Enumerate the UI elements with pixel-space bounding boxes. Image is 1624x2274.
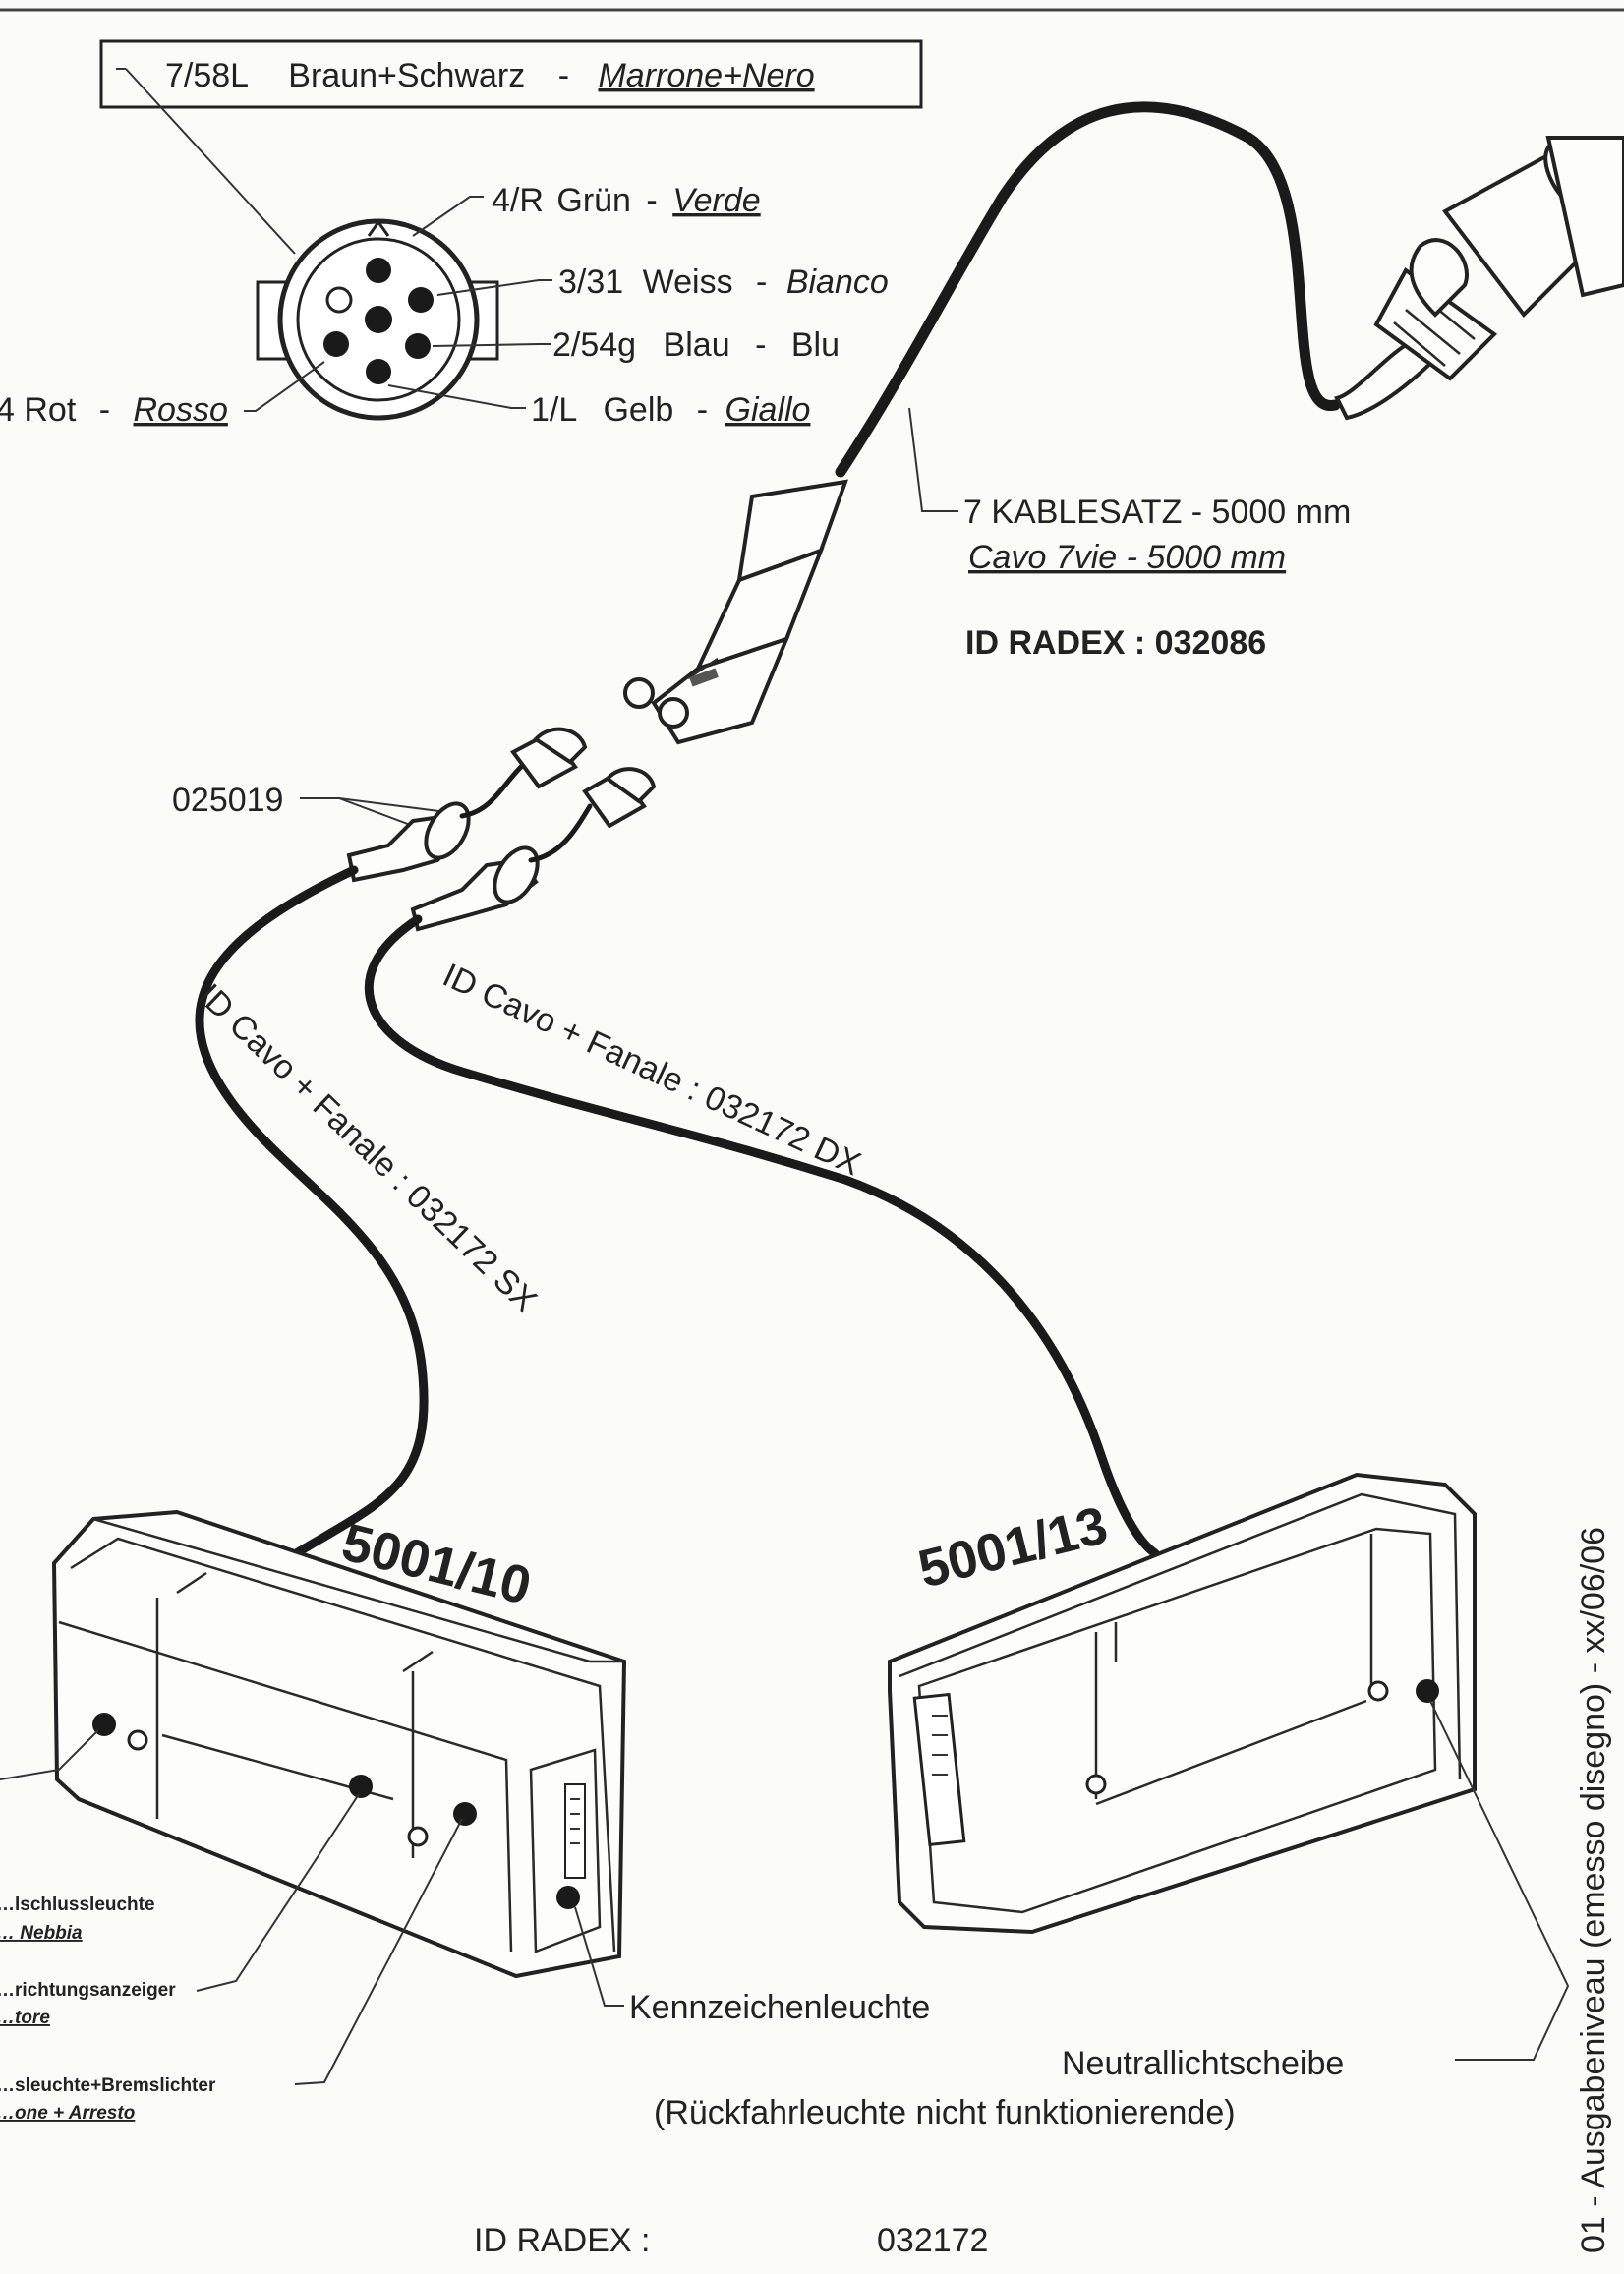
- pin-dot-3: [408, 287, 434, 313]
- svg-text:4 Rot - Rosso: 4 Rot - Rosso: [0, 391, 228, 429]
- footer: ID RADEX : 032172 01 - Ausgabeniveau (em…: [474, 1527, 1612, 2259]
- pin-2-it: Blu: [791, 326, 840, 364]
- connector-legend: 7/58L Braun+Schwarz - Marrone+Nero: [0, 39, 923, 429]
- legend-box-code: 7/58L: [165, 57, 248, 94]
- footer-id-value: 032172: [877, 2222, 988, 2259]
- plate-light-label: Kennzeichenleuchte: [629, 1989, 930, 2026]
- bulb-sockets: 025019: [172, 727, 657, 932]
- harness-dx-label: ID Cavo + Fanale : 032172 DX: [437, 957, 867, 1184]
- pin-dot-2: [405, 333, 431, 359]
- harness-sx-label: ID Cavo + Fanale : 032172 SX: [191, 976, 544, 1318]
- lamp-right: 5001/13 Neutrallichtscheibe (Rückfahrleu…: [654, 1472, 1570, 2131]
- pin-dot-1: [366, 359, 391, 384]
- cable-end-connector: [623, 479, 849, 745]
- cable-label-it: Cavo 7vie - 5000 mm: [968, 539, 1286, 576]
- pin-4-sep: -: [646, 182, 657, 219]
- legend-box-it: Marrone+Nero: [598, 57, 814, 94]
- lamp-left-label-2-de: …richtungsanzeiger: [0, 1980, 176, 2001]
- lamp-left-label-3-it: …one + Arresto: [0, 2103, 135, 2124]
- main-cable: 7 KABLESATZ - 5000 mm Cavo 7vie - 5000 m…: [623, 101, 1624, 745]
- lamp-left: 5001/10 …lschlussleuchte … Nebbia …richt…: [0, 1509, 930, 2124]
- pin-3-sep: -: [756, 263, 767, 301]
- pin-3-de: Weiss: [643, 263, 733, 301]
- pin-dot-4: [366, 258, 391, 283]
- neutral-lens-label: Neutrallichtscheibe: [1062, 2045, 1344, 2082]
- pin-3-code: 3/31: [558, 263, 623, 301]
- pin-4-code: 4/R: [492, 182, 544, 219]
- svg-text:1/L Gelb - G: 1/L Gelb - Giallo: [531, 391, 810, 429]
- pin-2-de: Blau: [664, 326, 730, 364]
- lamp-left-label-1-de: …lschlussleuchte: [0, 1895, 155, 1915]
- pin-4-it: Verde: [672, 182, 760, 219]
- socket-face: [256, 218, 499, 421]
- pin-1-de: Gelb: [603, 391, 673, 429]
- legend-box: [99, 39, 923, 109]
- bulb-code: 025019: [172, 782, 283, 819]
- cable-id: ID RADEX : 032086: [965, 624, 1266, 662]
- svg-text:7/58L Braun+Schwarz: 7/58L Braun+Schwarz - Marrone+Nero: [165, 57, 815, 94]
- svg-text:4/R Grün - V: 4/R Grün - Verde: [492, 182, 761, 219]
- lamp-left-label-1-it: … Nebbia: [0, 1923, 83, 1944]
- legend-box-de: Braun+Schwarz: [288, 57, 525, 94]
- revision-note: 01 - Ausgabeniveau (emesso disegno) - xx…: [1575, 1527, 1612, 2253]
- pin-dot-red: [323, 331, 349, 357]
- pin-1-it: Giallo: [725, 391, 811, 429]
- pin-red-it: Rosso: [134, 391, 228, 429]
- svg-text:3/31 Weiss -: 3/31 Weiss - Bianco: [558, 263, 889, 301]
- pin-2-sep: -: [755, 326, 766, 364]
- harness-cables: ID Cavo + Fanale : 032172 SX ID Cavo + F…: [191, 865, 1160, 1568]
- pin-red-sep: -: [99, 391, 110, 429]
- lamp-left-label-3-de: …sleuchte+Bremslichter: [0, 2075, 216, 2096]
- pin-dot-center: [365, 306, 392, 333]
- pin-1-code: 1/L: [531, 391, 576, 429]
- pin-red-de: 4 Rot: [0, 391, 77, 429]
- legend-box-sep: -: [558, 57, 569, 94]
- pin-dot-open: [325, 286, 353, 314]
- cable-label-de: 7 KABLESATZ - 5000 mm: [963, 494, 1351, 531]
- footer-id-label: ID RADEX :: [474, 2222, 650, 2259]
- pin-2-code: 2/54g: [552, 326, 636, 364]
- trailer-plug: [1334, 136, 1624, 421]
- pin-3-it: Bianco: [786, 263, 889, 301]
- lamp-left-label-2-it: …tore: [0, 2008, 50, 2028]
- neutral-lens-note: (Rückfahrleuchte nicht funktionierende): [654, 2094, 1236, 2131]
- pin-4-de: Grün: [556, 182, 631, 219]
- svg-text:2/54g Blau -: 2/54g Blau - Blu: [552, 326, 840, 364]
- pin-1-sep: -: [697, 391, 708, 429]
